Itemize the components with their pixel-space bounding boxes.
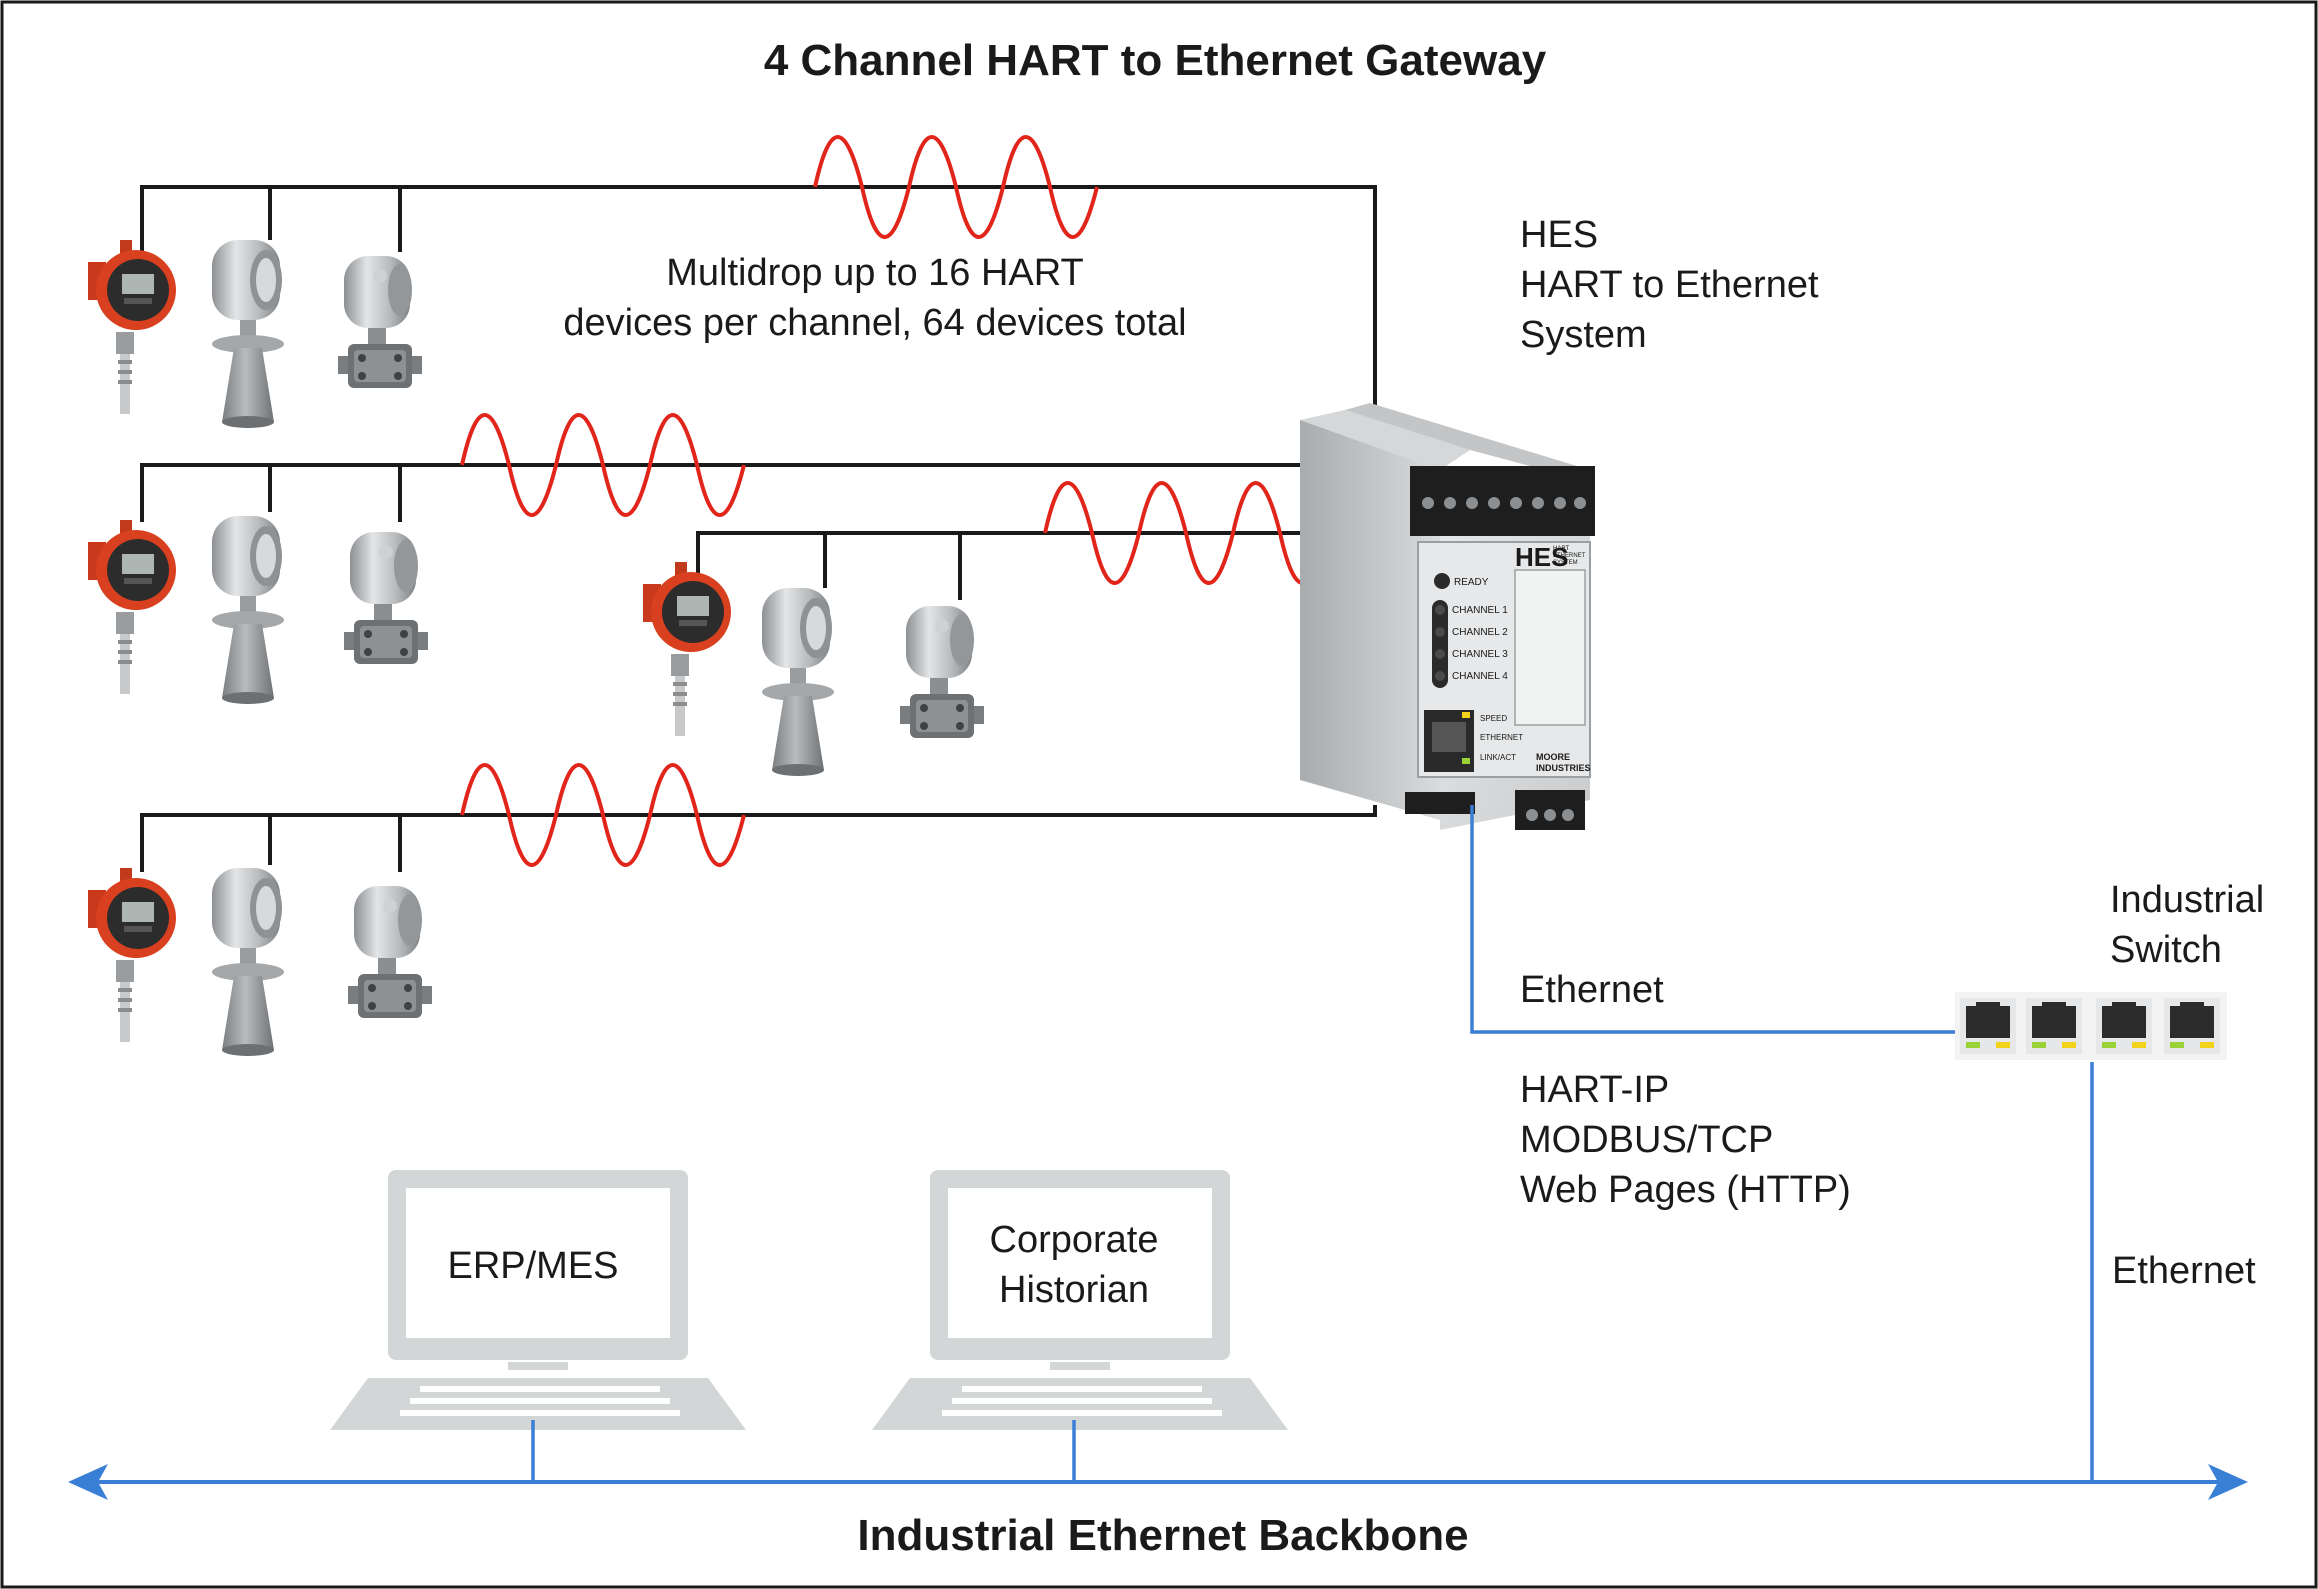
gateway-caption-line-3: System xyxy=(1520,314,1647,356)
multidrop-note-line-2: devices per channel, 64 devices total xyxy=(563,302,1186,344)
gateway-status-leds xyxy=(1432,573,1450,688)
gateway-brand-sub-3: SYSTEM xyxy=(1553,560,1578,566)
laptop-historian-label-2: Historian xyxy=(999,1269,1149,1311)
device-group-4 xyxy=(88,868,432,1056)
pressure-transmitter-icon xyxy=(344,532,428,664)
led-label-ready: READY xyxy=(1454,577,1489,588)
gateway-brand-sub-2: ETHERNET xyxy=(1553,553,1586,559)
backbone-left-arrow xyxy=(68,1464,108,1500)
device-group-2 xyxy=(88,516,428,704)
switch-port-1 xyxy=(1960,998,2016,1054)
led-label-channel-3: CHANNEL 3 xyxy=(1452,649,1508,660)
gateway-caption: HES HART to Ethernet System xyxy=(1520,214,1819,356)
ethernet-link-label: Ethernet xyxy=(1520,969,1664,1011)
switch-caption-line-1: Industrial xyxy=(2110,879,2264,921)
gateway-caption-line-2: HART to Ethernet xyxy=(1520,264,1819,306)
industrial-switch xyxy=(1955,992,2227,1060)
pressure-transmitter-icon xyxy=(348,886,432,1018)
backbone-right-arrow xyxy=(2208,1464,2248,1500)
laptop-erp-mes-label: ERP/MES xyxy=(447,1245,618,1287)
gateway-brand-label: HES xyxy=(1515,542,1568,572)
pressure-transmitter-icon xyxy=(338,256,422,388)
temperature-transmitter-icon xyxy=(643,562,731,736)
hart-wave-2 xyxy=(460,413,746,517)
switch-caption-line-2: Switch xyxy=(2110,929,2222,971)
led-label-channel-1: CHANNEL 1 xyxy=(1452,605,1508,616)
backbone-label: Industrial Ethernet Backbone xyxy=(857,1511,1468,1560)
device-group-3 xyxy=(643,562,984,776)
laptop-corporate-historian: Corporate Historian xyxy=(872,1170,1288,1430)
temperature-transmitter-icon xyxy=(88,868,176,1042)
switch-port-4 xyxy=(2164,998,2220,1054)
switch-port-3 xyxy=(2096,998,2152,1054)
gateway-brand-sub-1: HART xyxy=(1553,546,1570,552)
diagram-title: 4 Channel HART to Ethernet Gateway xyxy=(764,36,1547,85)
multidrop-note-line-1: Multidrop up to 16 HART xyxy=(666,252,1084,294)
led-label-channel-2: CHANNEL 2 xyxy=(1452,627,1508,638)
channel-1-led xyxy=(1435,605,1445,615)
maker-label-1: MOORE xyxy=(1536,752,1570,762)
switch-caption: Industrial Switch xyxy=(2110,879,2264,971)
channel-3-wire xyxy=(696,531,1305,590)
port-label-link: LINK/ACT xyxy=(1480,753,1516,762)
radar-level-transmitter-icon xyxy=(212,516,284,704)
temperature-transmitter-icon xyxy=(88,240,176,414)
protocol-hart-ip: HART-IP xyxy=(1520,1069,1669,1111)
gateway-ethernet-link xyxy=(1470,805,1958,1034)
channel-4-led xyxy=(1435,671,1445,681)
hart-signal-waves xyxy=(460,135,1329,867)
terminal-block xyxy=(1410,466,1595,536)
channel-4-wire xyxy=(140,805,1377,872)
laptop-erp-mes: ERP/MES xyxy=(330,1170,746,1430)
protocol-list: HART-IP MODBUS/TCP Web Pages (HTTP) xyxy=(1520,1069,1851,1211)
protocol-web-pages: Web Pages (HTTP) xyxy=(1520,1169,1851,1211)
hart-channel-wires xyxy=(140,185,1377,872)
port-label-speed: SPEED xyxy=(1480,714,1507,723)
pressure-transmitter-icon xyxy=(900,606,984,738)
maker-label-2: INDUSTRIES xyxy=(1536,763,1591,773)
hart-wave-4 xyxy=(460,763,746,867)
hes-gateway-device: HES HART ETHERNET SYSTEM READY CHANNEL 1… xyxy=(1300,403,1595,830)
ready-led xyxy=(1434,573,1450,589)
channel-2-led xyxy=(1435,627,1445,637)
protocol-modbus-tcp: MODBUS/TCP xyxy=(1520,1119,1773,1161)
radar-level-transmitter-icon xyxy=(762,588,834,776)
led-label-channel-4: CHANNEL 4 xyxy=(1452,671,1508,682)
hart-wave-1 xyxy=(813,135,1099,239)
gateway-caption-line-1: HES xyxy=(1520,214,1598,256)
temperature-transmitter-icon xyxy=(88,520,176,694)
radar-level-transmitter-icon xyxy=(212,868,284,1056)
port-label-ethernet: ETHERNET xyxy=(1480,733,1523,742)
laptop-historian-label-1: Corporate xyxy=(990,1219,1159,1261)
channel-3-led xyxy=(1435,649,1445,659)
multidrop-note: Multidrop up to 16 HART devices per chan… xyxy=(563,252,1186,344)
switch-uplink-label: Ethernet xyxy=(2112,1250,2256,1292)
ethernet-backbone xyxy=(68,1464,2248,1500)
device-group-1 xyxy=(88,240,422,428)
hart-wave-3 xyxy=(1043,481,1329,585)
channel-2-wire xyxy=(140,463,1305,522)
switch-port-2 xyxy=(2026,998,2082,1054)
radar-level-transmitter-icon xyxy=(212,240,284,428)
channel-1-wire xyxy=(140,185,1377,410)
